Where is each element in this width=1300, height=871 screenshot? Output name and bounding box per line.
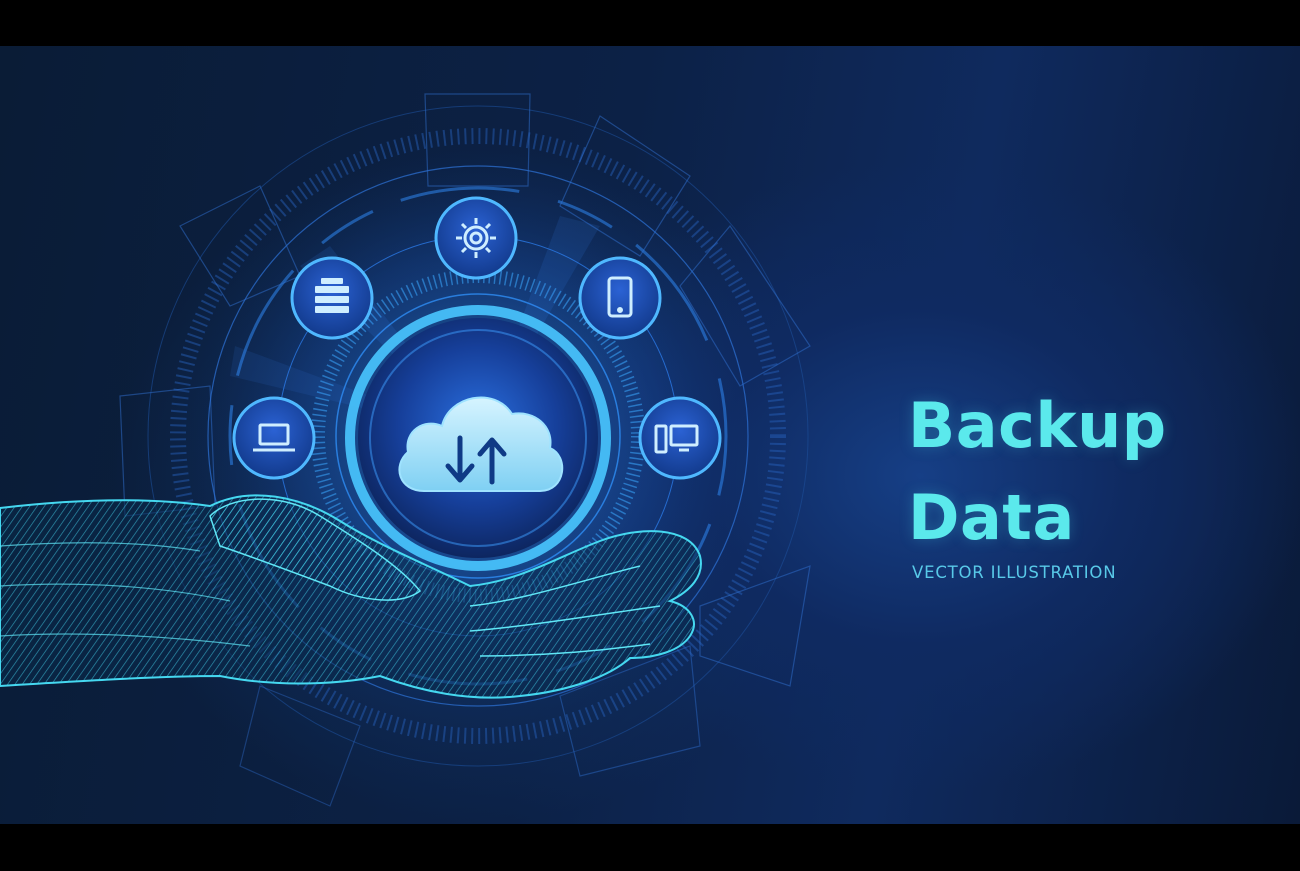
wireframe-hand [0,494,702,699]
server-icon [315,278,349,313]
badge-desktop [638,396,722,480]
badge-smartphone [578,256,662,340]
headline-line-2: Data [908,481,1075,554]
badge-laptop [232,396,316,480]
headline-line-1: Backup [908,389,1167,462]
badge-server [290,256,374,340]
illustration-canvas: Backup Data VECTOR ILLUSTRATION [0,46,1300,824]
letterbox-bottom [0,824,1300,871]
smartphone-icon [607,276,633,318]
laptop-icon [253,423,295,452]
letterbox-top [0,0,1300,46]
badge-gear [434,196,518,280]
headline: Backup Data [908,380,1167,564]
subtitle: VECTOR ILLUSTRATION [912,563,1117,582]
cloud-sync-icon [398,396,564,492]
gear-icon [456,218,496,258]
desktop-computer-icon [654,424,699,454]
